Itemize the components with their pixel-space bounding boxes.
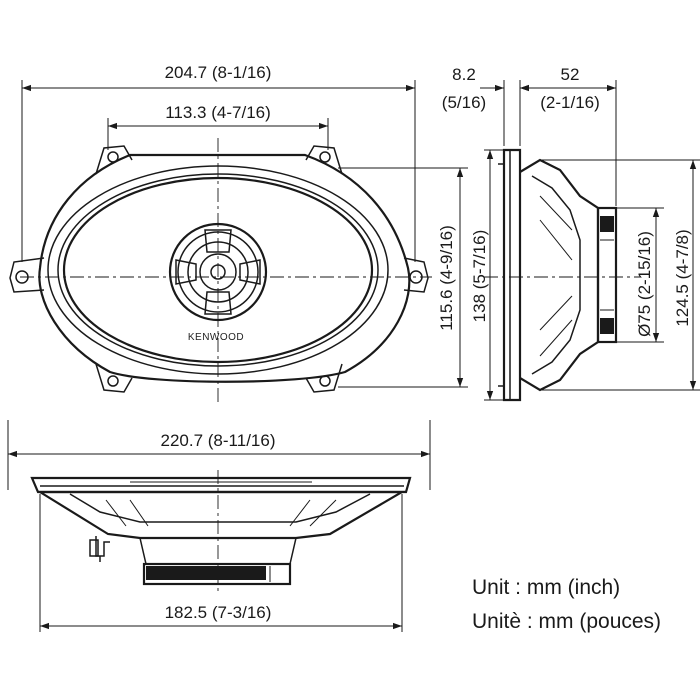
ear-top-right bbox=[305, 145, 343, 175]
side-flange bbox=[502, 148, 522, 402]
hole-top-right bbox=[319, 151, 331, 163]
depth-in-label: (2-1/16) bbox=[540, 93, 600, 112]
magnet-band-top bbox=[600, 216, 614, 232]
flange-mm-label: 8.2 bbox=[452, 65, 476, 84]
dim-magnet-dia: Ø75 (2-15/16) bbox=[616, 207, 664, 343]
hole-top-left bbox=[107, 151, 119, 163]
dim-hole-spacing: 113.3 (4-7/16) bbox=[107, 103, 329, 150]
flange-in-label: (5/16) bbox=[442, 93, 486, 112]
bottom-view bbox=[30, 470, 412, 592]
ear-bottom-right bbox=[305, 363, 343, 393]
ear-top-left bbox=[95, 145, 133, 175]
total-height-label: 138 (5-7/16) bbox=[470, 230, 489, 323]
ear-bottom-left bbox=[95, 363, 133, 393]
tweeter-bridge-left bbox=[175, 259, 197, 285]
dim-total-height: 138 (5-7/16) bbox=[470, 149, 504, 401]
magnet-dia-label: Ø75 (2-15/16) bbox=[635, 231, 654, 337]
bottom-basket bbox=[36, 490, 407, 540]
cone-edge bbox=[62, 176, 374, 364]
brand-logo: KENWOOD bbox=[188, 332, 244, 343]
side-view bbox=[484, 148, 640, 402]
hole-bottom-left bbox=[107, 375, 119, 387]
ear-right bbox=[403, 257, 429, 293]
bottom-width-label: 220.7 (8-11/16) bbox=[161, 431, 276, 450]
side-magnet bbox=[596, 206, 618, 344]
bottom-magnet-band bbox=[146, 566, 266, 580]
front-view: KENWOOD bbox=[9, 138, 432, 402]
overall-width-label: 204.7 (8-1/16) bbox=[165, 63, 272, 82]
dim-depth: 52 (2-1/16) bbox=[520, 65, 617, 206]
dim-bottom-width: 220.7 (8-11/16) bbox=[7, 420, 431, 490]
bottom-flange bbox=[30, 476, 412, 494]
unit-label-french: Unitè : mm (pouces) bbox=[472, 610, 661, 633]
dim-inner-height: 115.6 (4-9/16) bbox=[338, 167, 468, 388]
tweeter-bridge-top bbox=[204, 229, 232, 253]
tweeter-bridge-bottom bbox=[204, 291, 232, 315]
dim-basket-width: 182.5 (7-3/16) bbox=[39, 494, 403, 632]
magnet-band-bottom bbox=[600, 318, 614, 334]
bottom-magnet bbox=[142, 562, 292, 586]
speaker-terminal bbox=[95, 536, 110, 557]
basket-width-label: 182.5 (7-3/16) bbox=[165, 603, 272, 622]
unit-label-english: Unit : mm (inch) bbox=[472, 576, 620, 599]
front-frame-outline bbox=[38, 153, 411, 383]
dim-flange: 8.2 (5/16) bbox=[442, 65, 544, 146]
frame-height-label: 124.5 (4-7/8) bbox=[673, 229, 692, 326]
hole-bottom-right bbox=[319, 375, 331, 387]
ear-left bbox=[9, 257, 45, 293]
dim-overall-width: 204.7 (8-1/16) bbox=[21, 63, 416, 262]
hole-spacing-label: 113.3 (4-7/16) bbox=[165, 103, 271, 122]
depth-mm-label: 52 bbox=[561, 65, 580, 84]
side-basket bbox=[519, 158, 600, 392]
tweeter-bridge-right bbox=[239, 259, 261, 285]
inner-height-label: 115.6 (4-9/16) bbox=[437, 225, 456, 331]
dim-frame-height: 124.5 (4-7/8) bbox=[540, 159, 700, 391]
